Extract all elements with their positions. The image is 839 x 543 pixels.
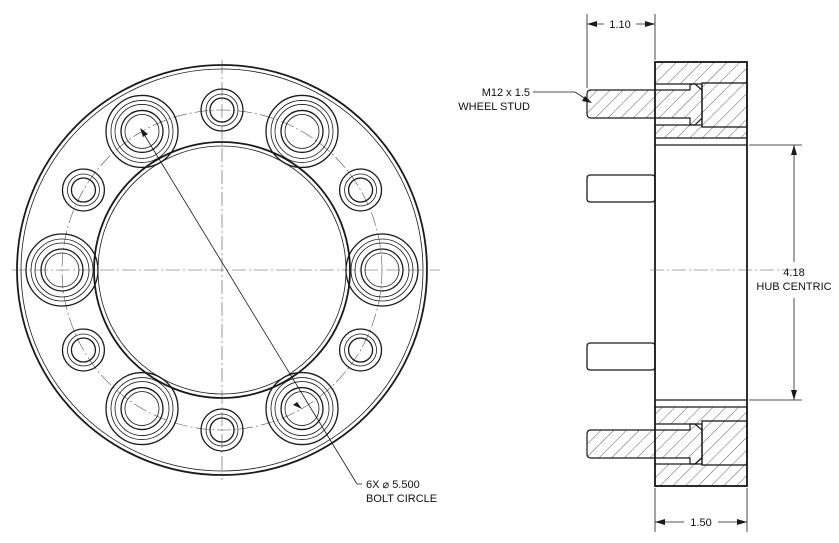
stud-holes bbox=[25, 94, 419, 446]
lug-hole bbox=[200, 88, 244, 132]
stud-leader-arrow bbox=[582, 96, 592, 103]
dim-150-arrow-right bbox=[737, 519, 747, 525]
bolt-circle-leader bbox=[141, 130, 358, 485]
middle-stud-upper bbox=[586, 174, 656, 203]
bolt-circle-label-line2: BOLT CIRCLE bbox=[366, 493, 437, 505]
dim-110-arrow-left bbox=[587, 21, 597, 27]
stud-hole bbox=[105, 94, 179, 169]
bolt-circle-arrow-top bbox=[140, 128, 148, 137]
stud-hole bbox=[345, 233, 419, 307]
dim-418-arrow-top bbox=[791, 145, 797, 155]
lug-holes bbox=[61, 88, 383, 452]
dim-150-arrow-left bbox=[655, 519, 665, 525]
dim-110-arrow-right bbox=[645, 21, 655, 27]
lower-stud bbox=[586, 423, 703, 465]
dim-418-arrow-bottom bbox=[791, 390, 797, 400]
stud-hole bbox=[265, 94, 339, 169]
stud-label-line1: M12 x 1.5 bbox=[482, 87, 530, 99]
middle-stud-lower bbox=[586, 342, 656, 371]
stud-hole bbox=[265, 371, 339, 446]
lug-hole bbox=[61, 168, 106, 212]
dim-110-label: 1.10 bbox=[609, 19, 630, 31]
stud-hole bbox=[25, 233, 99, 307]
side-view: M12 x 1.5 WHEEL STUD 1.10 1.50 4.18 HUB … bbox=[458, 14, 832, 532]
front-view: 6X ⌀ 5.500 BOLT CIRCLE bbox=[12, 60, 440, 505]
stud-label-line2: WHEEL STUD bbox=[458, 101, 530, 113]
lug-hole bbox=[338, 328, 383, 372]
dim-418-label-line1: 4.18 bbox=[783, 267, 804, 279]
lug-hole bbox=[200, 408, 244, 452]
upper-stud bbox=[586, 83, 703, 126]
lug-hole bbox=[61, 328, 106, 372]
dim-418-label-line2: HUB CENTRIC bbox=[756, 281, 831, 293]
lug-hole bbox=[338, 168, 383, 212]
bolt-circle-label-line1: 6X ⌀ 5.500 bbox=[366, 479, 420, 491]
stud-hole bbox=[105, 371, 179, 446]
bolt-circle-arrow-bottom bbox=[293, 402, 302, 409]
dim-150-label: 1.50 bbox=[690, 517, 711, 529]
